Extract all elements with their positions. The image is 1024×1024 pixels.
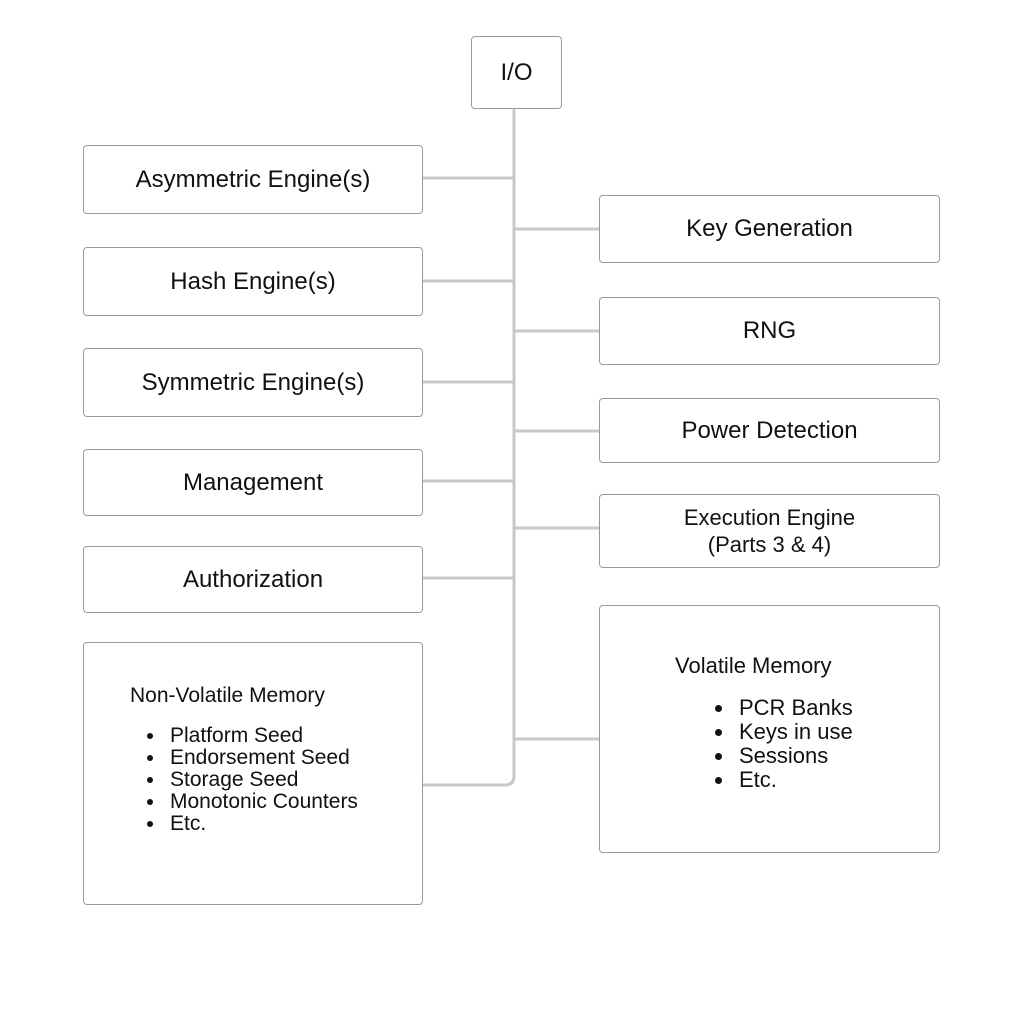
io-box: I/O xyxy=(471,36,562,109)
management-box: Management xyxy=(83,449,423,516)
io-label: I/O xyxy=(500,58,533,86)
symmetric-engine-label: Symmetric Engine(s) xyxy=(141,368,365,396)
authorization-box: Authorization xyxy=(83,546,423,613)
volatile-memory-list: PCR Banks Keys in use Sessions Etc. xyxy=(713,696,853,792)
authorization-label: Authorization xyxy=(182,565,324,593)
list-item: Etc. xyxy=(735,768,853,792)
list-item: PCR Banks xyxy=(735,696,853,720)
management-label: Management xyxy=(182,468,324,496)
volatile-memory-box: Volatile Memory PCR Banks Keys in use Se… xyxy=(599,605,940,853)
non-volatile-memory-title: Non-Volatile Memory xyxy=(130,684,325,707)
execution-engine-sublabel: (Parts 3 & 4) xyxy=(707,532,832,557)
execution-engine-box: Execution Engine (Parts 3 & 4) xyxy=(599,494,940,568)
hash-engine-label: Hash Engine(s) xyxy=(170,267,336,295)
hash-engine-box: Hash Engine(s) xyxy=(83,247,423,316)
symmetric-engine-box: Symmetric Engine(s) xyxy=(83,348,423,417)
key-generation-box: Key Generation xyxy=(599,195,940,263)
non-volatile-memory-box: Non-Volatile Memory Platform Seed Endors… xyxy=(83,642,423,905)
non-volatile-memory-list: Platform Seed Endorsement Seed Storage S… xyxy=(144,725,358,835)
rng-label: RNG xyxy=(742,317,797,344)
asymmetric-engine-box: Asymmetric Engine(s) xyxy=(83,145,423,214)
power-detection-label: Power Detection xyxy=(681,416,858,444)
list-item: Etc. xyxy=(166,813,358,835)
main-bus-line xyxy=(423,109,516,787)
asymmetric-engine-label: Asymmetric Engine(s) xyxy=(135,165,371,193)
list-item: Endorsement Seed xyxy=(166,747,358,769)
list-item: Platform Seed xyxy=(166,725,358,747)
volatile-memory-title: Volatile Memory xyxy=(675,653,832,678)
rng-box: RNG xyxy=(599,297,940,365)
list-item: Monotonic Counters xyxy=(166,791,358,813)
execution-engine-label: Execution Engine xyxy=(683,504,856,530)
list-item: Keys in use xyxy=(735,720,853,744)
list-item: Sessions xyxy=(735,744,853,768)
key-generation-label: Key Generation xyxy=(686,215,853,242)
power-detection-box: Power Detection xyxy=(599,398,940,463)
list-item: Storage Seed xyxy=(166,769,358,791)
